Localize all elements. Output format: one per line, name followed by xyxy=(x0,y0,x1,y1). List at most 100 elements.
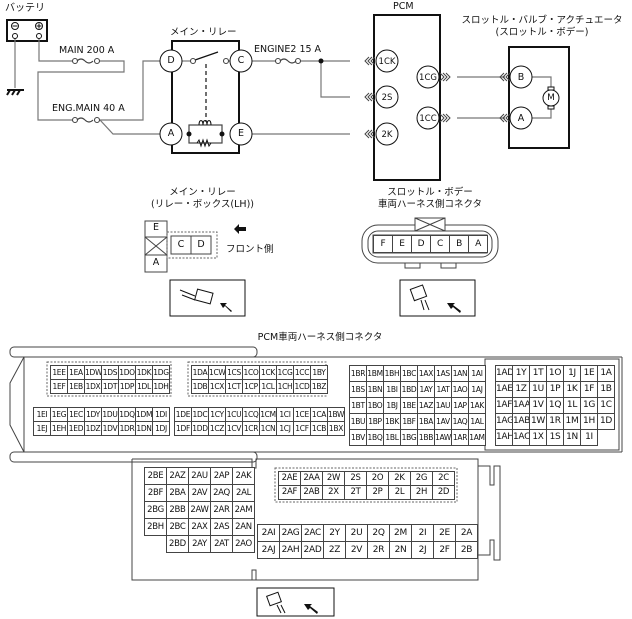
pin-cell: 1BV xyxy=(349,429,367,446)
fuse-engine2-label: ENGINE2 15 A xyxy=(254,44,322,55)
pin-cell: 1CB xyxy=(310,421,328,436)
pin-cell: 1AO xyxy=(451,381,469,398)
pin-cell: 1BF xyxy=(400,413,418,430)
throttle-pin: E xyxy=(392,235,412,253)
pin-cell: 1R xyxy=(546,413,564,430)
pin-cell: 2AB xyxy=(300,485,323,500)
pin-cell: 1EA xyxy=(67,365,85,380)
pin-cell: 1BQ xyxy=(366,429,384,446)
pin-cell: 2F xyxy=(433,541,456,559)
pin-cell: 2AY xyxy=(188,535,211,553)
relay-view-pin-d: D xyxy=(197,239,205,250)
pin-cell: 2BA xyxy=(166,484,189,502)
pin-cell: 1CY xyxy=(208,407,226,422)
pin-cell: 1Z xyxy=(512,381,530,398)
pin-cell: 2AA xyxy=(300,471,323,486)
pin-cell: 1EB xyxy=(67,379,85,394)
pin-cell: 2BG xyxy=(144,501,167,519)
relay-terminal-c xyxy=(229,49,253,73)
pin-cell: 1EF xyxy=(50,379,68,394)
pin-cell: 1BE xyxy=(400,397,418,414)
fuse-main-label: MAIN 200 A xyxy=(59,45,115,56)
pin-cell: 1BM xyxy=(366,365,384,382)
pin-cell: 1BK xyxy=(383,413,401,430)
pin-cell: 1DT xyxy=(101,379,119,394)
pin-cell: 1DI xyxy=(152,407,170,422)
pin-cell: 2AR xyxy=(210,501,233,519)
actuator-label: スロットル・バルブ・アクチュエータ xyxy=(461,15,623,26)
pin-cell: 2AZ xyxy=(166,467,189,485)
pin-cell: 1AE xyxy=(495,381,513,398)
pin-cell: 2BB xyxy=(166,501,189,519)
pin-cell: 2T xyxy=(344,485,367,500)
front-arrow-icon xyxy=(234,224,246,234)
pin-cell: 1BN xyxy=(366,381,384,398)
pin-cell: 2L xyxy=(388,485,411,500)
pin-cell: 1DH xyxy=(152,379,170,394)
pin-cell: 1DP xyxy=(118,379,136,394)
pin-cell: 2G xyxy=(410,471,433,486)
actuator-pin-b: B xyxy=(517,72,525,83)
pin-cell: 1EI xyxy=(33,407,51,422)
pin-cell: 1AC xyxy=(512,429,530,446)
pin-cell: 2AM xyxy=(232,501,255,519)
relay-terminal-d xyxy=(159,49,183,73)
pin-cell: 1DO xyxy=(118,365,136,380)
pin-cell: 1E xyxy=(580,365,598,382)
pin-cell: 1CU xyxy=(225,407,243,422)
pin-cell: 1F xyxy=(580,381,598,398)
pin-cell: 1DF xyxy=(174,421,192,436)
battery-box xyxy=(6,19,48,42)
pin-cell: 1DK xyxy=(135,365,153,380)
pin-cell: 2BH xyxy=(144,518,167,536)
actuator-sublabel: (スロットル・ボデー) xyxy=(495,27,589,38)
front-side-label: フロント側 xyxy=(226,244,274,255)
pin-cell: 2Y xyxy=(323,524,346,542)
pin-cell: 1X xyxy=(529,429,547,446)
pin-cell: 1EH xyxy=(50,421,68,436)
pin-cell: 1BA xyxy=(417,413,435,430)
pin-cell: 1DV xyxy=(101,421,119,436)
pcm-pin-1cg: 1CG xyxy=(419,73,437,83)
pin-cell: 2BE xyxy=(144,467,167,485)
pin-cell: 2BF xyxy=(144,484,167,502)
pin-cell: 1CN xyxy=(259,421,277,436)
pin-cell: 1AJ xyxy=(468,381,486,398)
throttle-pin: B xyxy=(449,235,469,253)
pin-cell: 2AO xyxy=(232,535,255,553)
pin-cell: 1DQ xyxy=(118,407,136,422)
pin-cell: 2X xyxy=(322,485,345,500)
pin-cell: 1ED xyxy=(67,421,85,436)
pin-cell: 1BY xyxy=(310,365,328,380)
pin-cell: 2Z xyxy=(323,541,346,559)
pin-cell: 1CT xyxy=(225,379,243,394)
pin-cell: 2C xyxy=(432,471,455,486)
throttle-pin: C xyxy=(430,235,450,253)
pin-cell: 2BD xyxy=(166,535,189,553)
pin-cell: 1BH xyxy=(383,365,401,382)
pin-cell: 1DB xyxy=(191,379,209,394)
pin-cell: 1C xyxy=(597,397,615,414)
pin-cell: 2R xyxy=(367,541,390,559)
pin-cell: 1CR xyxy=(242,421,260,436)
throttle-view-subtitle: 車両ハーネス側コネクタ xyxy=(377,199,483,210)
pin-cell: 1DA xyxy=(191,365,209,380)
pin-cell: 2AH xyxy=(279,541,302,559)
pin-cell: 1AM xyxy=(468,429,486,446)
pin-cell: 1BJ xyxy=(383,397,401,414)
pin-cell: 1BX xyxy=(327,421,345,436)
pcm-pin-2k: 2K xyxy=(381,130,393,140)
pin-cell: 1O xyxy=(546,365,564,382)
relay-pin-c: C xyxy=(237,55,245,66)
pin-cell: 1AH xyxy=(495,429,513,446)
pin-cell: 2B xyxy=(455,541,478,559)
pin-cell: 1DD xyxy=(191,421,209,436)
pin-cell: 2P xyxy=(366,485,389,500)
pin-cell: 2AD xyxy=(301,541,324,559)
relay-view-pin-e: E xyxy=(152,222,159,233)
main-relay-label: メイン・リレー xyxy=(170,27,237,38)
pin-cell: 2K xyxy=(388,471,411,486)
pin-cell: 1CC xyxy=(293,365,311,380)
relay-view-subtitle: (リレー・ボックス(LH)) xyxy=(151,199,254,210)
